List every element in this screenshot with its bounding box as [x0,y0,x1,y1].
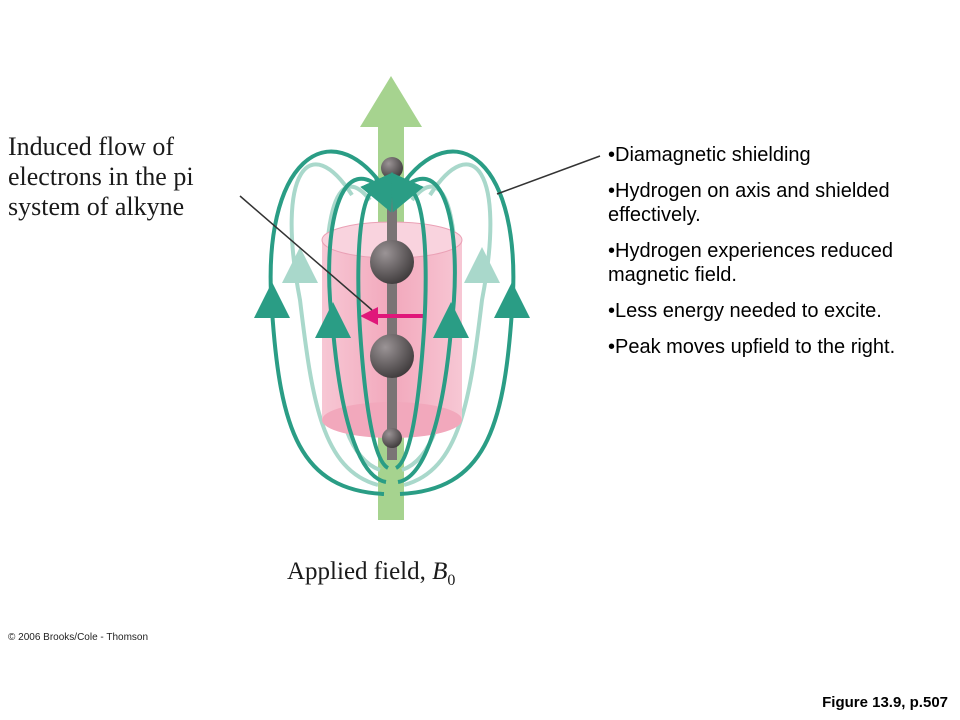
bullet-item: •Peak moves upfield to the right. [608,336,896,358]
induced-field-arrow [360,307,425,325]
induced-flow-leader-line [239,195,373,311]
applied-field-text: Applied field, [287,558,426,585]
applied-field-label: Applied field, B0 [287,558,455,590]
bullet-item: •Less energy needed to excite. [608,300,882,322]
bullets-leader-line [496,155,601,195]
induced-label-line-3: system of alkyne [8,192,185,221]
copyright-notice: © 2006 Brooks/Cole - Thomson [8,632,149,643]
induced-flow-label: Induced flow of electrons in the pi syst… [8,132,248,222]
induced-label-line-2: electrons in the pi [8,162,194,191]
bullet-list: •Diamagnetic shielding •Hydrogen on axis… [608,143,953,371]
bullet-item: •Hydrogen on axis and shielded effective… [608,180,890,226]
figure-caption: Figure 13.9, p.507 [822,694,948,711]
hydrogen-atom-top [381,157,403,179]
applied-field-subscript: 0 [447,572,456,589]
bullet-item: •Diamagnetic shielding [608,144,811,166]
carbon-atom-bottom [370,334,414,378]
hydrogen-atom-bottom [382,428,402,448]
field-lines-front [254,149,530,496]
applied-field-symbol: B [432,558,448,585]
carbon-atom-top [370,240,414,284]
bullet-item: •Hydrogen experiences reduced magnetic f… [608,240,893,286]
induced-label-line-1: Induced flow of [8,132,175,161]
